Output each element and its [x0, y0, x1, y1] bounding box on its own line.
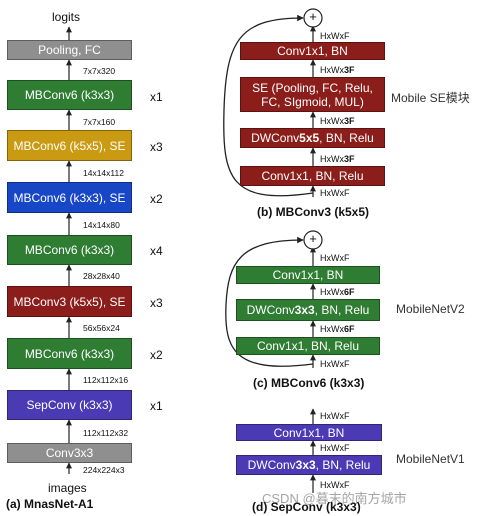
c-dim-1: HxWx6F — [320, 287, 355, 297]
plus-icon: + — [309, 9, 317, 24]
panel-d-caption: (d) SepConv (k3x3) — [252, 500, 361, 514]
panel-a-caption: (a) MnasNet-A1 — [6, 497, 94, 511]
a-shape-3: 14x14x80 — [83, 220, 120, 230]
b-se-line1: SE (Pooling, FC, Relu, — [252, 80, 373, 95]
c-dim-2-text: HxWx — [320, 324, 344, 334]
c-dwconv-post: , BN, Relu — [314, 303, 370, 317]
c-dwconv-kernel: 3x3 — [294, 303, 315, 317]
b-se-block: SE (Pooling, FC, Relu, FC, SIgmoid, MUL) — [240, 77, 385, 112]
c-dim-3-text: HxWxF — [320, 359, 350, 369]
b-side-label: Mobile SE模块 — [391, 91, 470, 105]
a-shape-4: 28x28x40 — [83, 271, 120, 281]
c-conv1x1-bn-relu-block: Conv1x1, BN, Relu — [236, 337, 380, 355]
c-side-label: MobileNetV2 — [396, 302, 465, 316]
b-dwconv-pre: DWConv — [251, 131, 300, 145]
b-dim-4-text: HxWxF — [320, 188, 350, 198]
a-shape-2: 14x14x112 — [83, 168, 124, 178]
c-dim-0: HxWxF — [320, 253, 350, 263]
a-block-7: SepConv (k3x3) — [7, 390, 132, 420]
a-block-1: MBConv6 (k3x3) — [7, 80, 132, 110]
c-dim-1-bold: 6F — [344, 287, 355, 297]
output-label: logits — [52, 10, 81, 24]
plus-icon: + — [309, 231, 317, 246]
d-dim-0: HxWxF — [320, 411, 350, 421]
d-dim-0-text: HxWxF — [320, 411, 350, 421]
c-conv1x1-bn-block: Conv1x1, BN — [236, 266, 380, 284]
b-dim-1-text: HxWx — [320, 65, 344, 75]
b-dim-0: HxWxF — [320, 31, 350, 41]
a-repeat-5: x3 — [150, 296, 163, 310]
a-shape-1: 7x7x160 — [83, 117, 116, 127]
c-dim-2-bold: 6F — [344, 324, 355, 334]
b-dim-1-bold: 3F — [344, 65, 355, 75]
c-dim-3: HxWxF — [320, 359, 350, 369]
b-dim-4: HxWxF — [320, 188, 350, 198]
a-block-0: Pooling, FC — [7, 40, 132, 60]
b-dim-2-bold: 3F — [344, 116, 355, 126]
b-conv1x1-bn-block: Conv1x1, BN — [240, 42, 385, 60]
c-dim-1-text: HxWx — [320, 287, 344, 297]
a-repeat-7: x1 — [150, 399, 163, 413]
d-dwconv-post: , BN, Relu — [315, 458, 371, 472]
d-dwconv-pre: DWConv — [247, 458, 296, 472]
d-side-label: MobileNetV1 — [396, 452, 465, 466]
b-conv1x1-bn-relu-block: Conv1x1, BN, Relu — [240, 166, 385, 186]
b-dim-3-bold: 3F — [344, 154, 355, 164]
c-dim-0-text: HxWxF — [320, 253, 350, 263]
a-block-4: MBConv6 (k3x3) — [7, 235, 132, 265]
d-dim-1: HxWxF — [320, 443, 350, 453]
a-shape-0: 7x7x320 — [83, 66, 116, 76]
input-label: images — [48, 481, 87, 495]
b-dim-0-text: HxWxF — [320, 31, 350, 41]
b-dim-2-text: HxWx — [320, 116, 344, 126]
a-shape-5: 56x56x24 — [83, 323, 120, 333]
d-conv1x1-bn-block: Conv1x1, BN — [236, 424, 382, 441]
a-block-2: MBConv6 (k5x5), SE — [7, 130, 132, 161]
b-dim-3-text: HxWx — [320, 154, 344, 164]
a-repeat-3: x2 — [150, 192, 163, 206]
a-repeat-1: x1 — [150, 90, 163, 104]
a-block-5: MBConv3 (k5x5), SE — [7, 286, 132, 317]
b-dwconv-post: , BN, Relu — [319, 131, 374, 145]
d-dim-1-text: HxWxF — [320, 443, 350, 453]
a-shape-7: 112x112x32 — [83, 428, 129, 438]
b-dim-2: HxWx3F — [320, 116, 355, 126]
a-block-8: Conv3x3 — [7, 443, 132, 463]
a-repeat-2: x3 — [150, 140, 163, 154]
d-dim-2-text: HxWxF — [320, 480, 350, 490]
a-block-3: MBConv6 (k3x3), SE — [7, 182, 132, 213]
d-dim-2: HxWxF — [320, 480, 350, 490]
a-repeat-4: x4 — [150, 244, 163, 258]
c-dwconv-pre: DWConv — [246, 303, 295, 317]
panel-c-caption: (c) MBConv6 (k3x3) — [253, 376, 365, 390]
a-shape-8: 224x224x3 — [83, 465, 125, 475]
b-dwconv-kernel: 5x5 — [299, 131, 320, 145]
a-block-6: MBConv6 (k3x3) — [7, 338, 132, 369]
c-dim-2: HxWx6F — [320, 324, 355, 334]
a-repeat-6: x2 — [150, 348, 163, 362]
a-shape-6: 112x112x16 — [83, 375, 129, 385]
d-dwconv-kernel: 3x3 — [295, 458, 316, 472]
watermark-text: CSDN @暮末的南方城市 — [262, 491, 407, 506]
b-se-line2: FC, SIgmoid, MUL) — [261, 94, 364, 109]
panel-b-caption: (b) MBConv3 (k5x5) — [257, 205, 370, 219]
b-dim-1: HxWx3F — [320, 65, 355, 75]
b-dim-3: HxWx3F — [320, 154, 355, 164]
